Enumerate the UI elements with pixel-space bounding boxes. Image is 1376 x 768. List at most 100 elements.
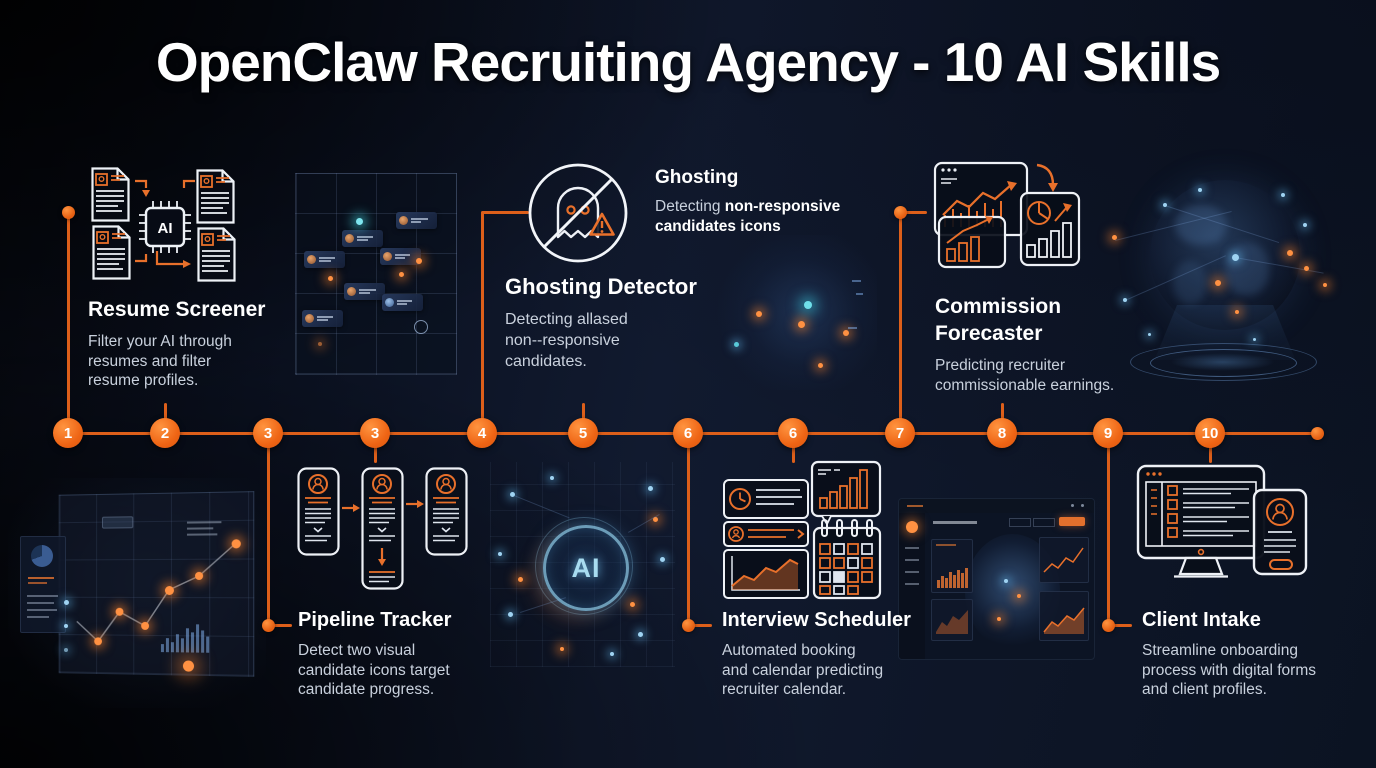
photo-ai-network: AI: [490, 462, 675, 667]
area-chart: [936, 610, 968, 634]
panel-title-dash: [936, 544, 956, 546]
node-label: 3: [370, 424, 380, 442]
timeline-node-4: 4: [467, 418, 497, 448]
timeline-node-8: 8: [987, 418, 1017, 448]
avatar: [385, 298, 394, 307]
glow-dot: [64, 600, 69, 605]
chart-panel-bars: [931, 539, 973, 593]
glow-dot: [498, 552, 502, 556]
hologram-base-ring: [1130, 343, 1317, 381]
timeline-node-10: 10: [1195, 418, 1225, 448]
avatar-ring: [414, 320, 428, 334]
chart-panel-area-small: [931, 599, 973, 641]
interview-scheduler-description: Automated booking and calendar predictin…: [722, 642, 884, 698]
glow-dot: [653, 517, 658, 522]
glow-dot: [518, 577, 523, 582]
connector-9-stub: [1114, 623, 1132, 627]
card-text-lines: [317, 315, 333, 323]
node-label: 5: [578, 424, 588, 442]
glow-dot: [638, 632, 643, 637]
ghosting-desc-regular: Detecting: [655, 198, 725, 215]
glow-dot: [1304, 266, 1309, 271]
page-title: OpenClaw Recruiting Agency - 10 AI Skill…: [155, 31, 1221, 93]
mini-bar: [160, 644, 164, 653]
node-label: 1: [63, 424, 73, 442]
ai-circle-label: AI: [571, 552, 601, 583]
mini-bar: [937, 580, 940, 588]
node-label: 7: [895, 424, 905, 442]
glow-dot: [997, 617, 1001, 621]
glow-dot: [610, 652, 614, 656]
glow-dot: [843, 330, 849, 336]
node-label: 6: [683, 424, 693, 442]
globe-continent: [1225, 243, 1269, 295]
sidebar-item-dash: [905, 547, 919, 549]
dashboard-topbar: [899, 499, 1094, 513]
junction-dot-resume: [61, 205, 75, 219]
mini-bar: [949, 572, 952, 588]
data-label-dash: [852, 280, 861, 282]
dashboard-sidebar: [899, 513, 925, 659]
glow-dot: [231, 539, 241, 549]
candidate-card: [304, 251, 345, 268]
connector-3-stub: [274, 623, 292, 627]
pipeline-tracker-title: Pipeline Tracker: [298, 609, 452, 631]
topbar-icon-dot: [1071, 504, 1074, 507]
mini-bar: [190, 632, 195, 653]
commission-forecaster-description: Predicting recruiter commissionable earn…: [935, 357, 1115, 394]
pie-chart: [31, 545, 53, 567]
glow-dot: [356, 218, 363, 225]
ghosting-description: Detecting non-responsive candidates icon…: [655, 197, 890, 236]
data-label-dash: [856, 293, 863, 295]
glow-dot: [1287, 250, 1293, 256]
primary-button: [1059, 517, 1085, 526]
node-label: 6: [788, 424, 798, 442]
glow-dot: [94, 637, 102, 646]
connector-9-down: [1106, 433, 1110, 625]
glow-dot: [804, 301, 812, 309]
node-label: 10: [1201, 424, 1219, 442]
glow-dot: [734, 342, 739, 347]
sidebar-item-dash: [905, 583, 919, 585]
sidebar-avatar: [906, 521, 918, 533]
glow-dot: [1163, 203, 1167, 207]
text-dash: [27, 602, 54, 604]
filter-box: [1009, 518, 1031, 527]
candidate-card: [382, 294, 423, 311]
connector-1-up: [66, 212, 70, 433]
connector-6-stub: [694, 623, 712, 627]
timeline-node-2: 2: [150, 418, 180, 448]
glow-dot: [141, 621, 150, 630]
card-text-lines: [319, 256, 335, 264]
avatar: [383, 252, 392, 261]
text-dash: [28, 582, 47, 584]
card-text-lines: [397, 299, 412, 307]
mini-bar: [941, 576, 944, 588]
node-label: 3: [263, 424, 273, 442]
glow-dot: [560, 647, 564, 651]
glow-dot: [660, 557, 665, 562]
text-dash: [28, 577, 54, 579]
ghosting-detector-title: Ghosting Detector: [505, 274, 697, 299]
ai-core-circle: AI: [543, 525, 629, 611]
connector-7-horizontal: [905, 210, 927, 214]
skill-interview-scheduler: Interview Scheduler Automated booking an…: [722, 609, 942, 700]
mini-bar: [945, 578, 948, 588]
glow-dot: [1232, 254, 1239, 261]
connector-10-down: [1208, 433, 1212, 463]
glow-dot: [550, 476, 554, 480]
mini-bar: [175, 634, 179, 653]
photo-network-globe-small: [712, 235, 877, 390]
timeline-node-7: 7: [885, 418, 915, 448]
node-label: 8: [997, 424, 1007, 442]
network-line: [628, 514, 660, 533]
charts-forecast-icon: [933, 161, 1081, 269]
glow-dot: [510, 492, 515, 497]
skill-ghosting: Ghosting Detecting non-responsive candid…: [655, 167, 890, 236]
globe-continent: [1175, 205, 1227, 245]
mini-bar: [180, 638, 184, 653]
interview-scheduler-title: Interview Scheduler: [722, 609, 911, 631]
hologram-base-glow: [1170, 353, 1275, 371]
glow-dot: [756, 311, 762, 317]
avatar: [399, 216, 408, 225]
